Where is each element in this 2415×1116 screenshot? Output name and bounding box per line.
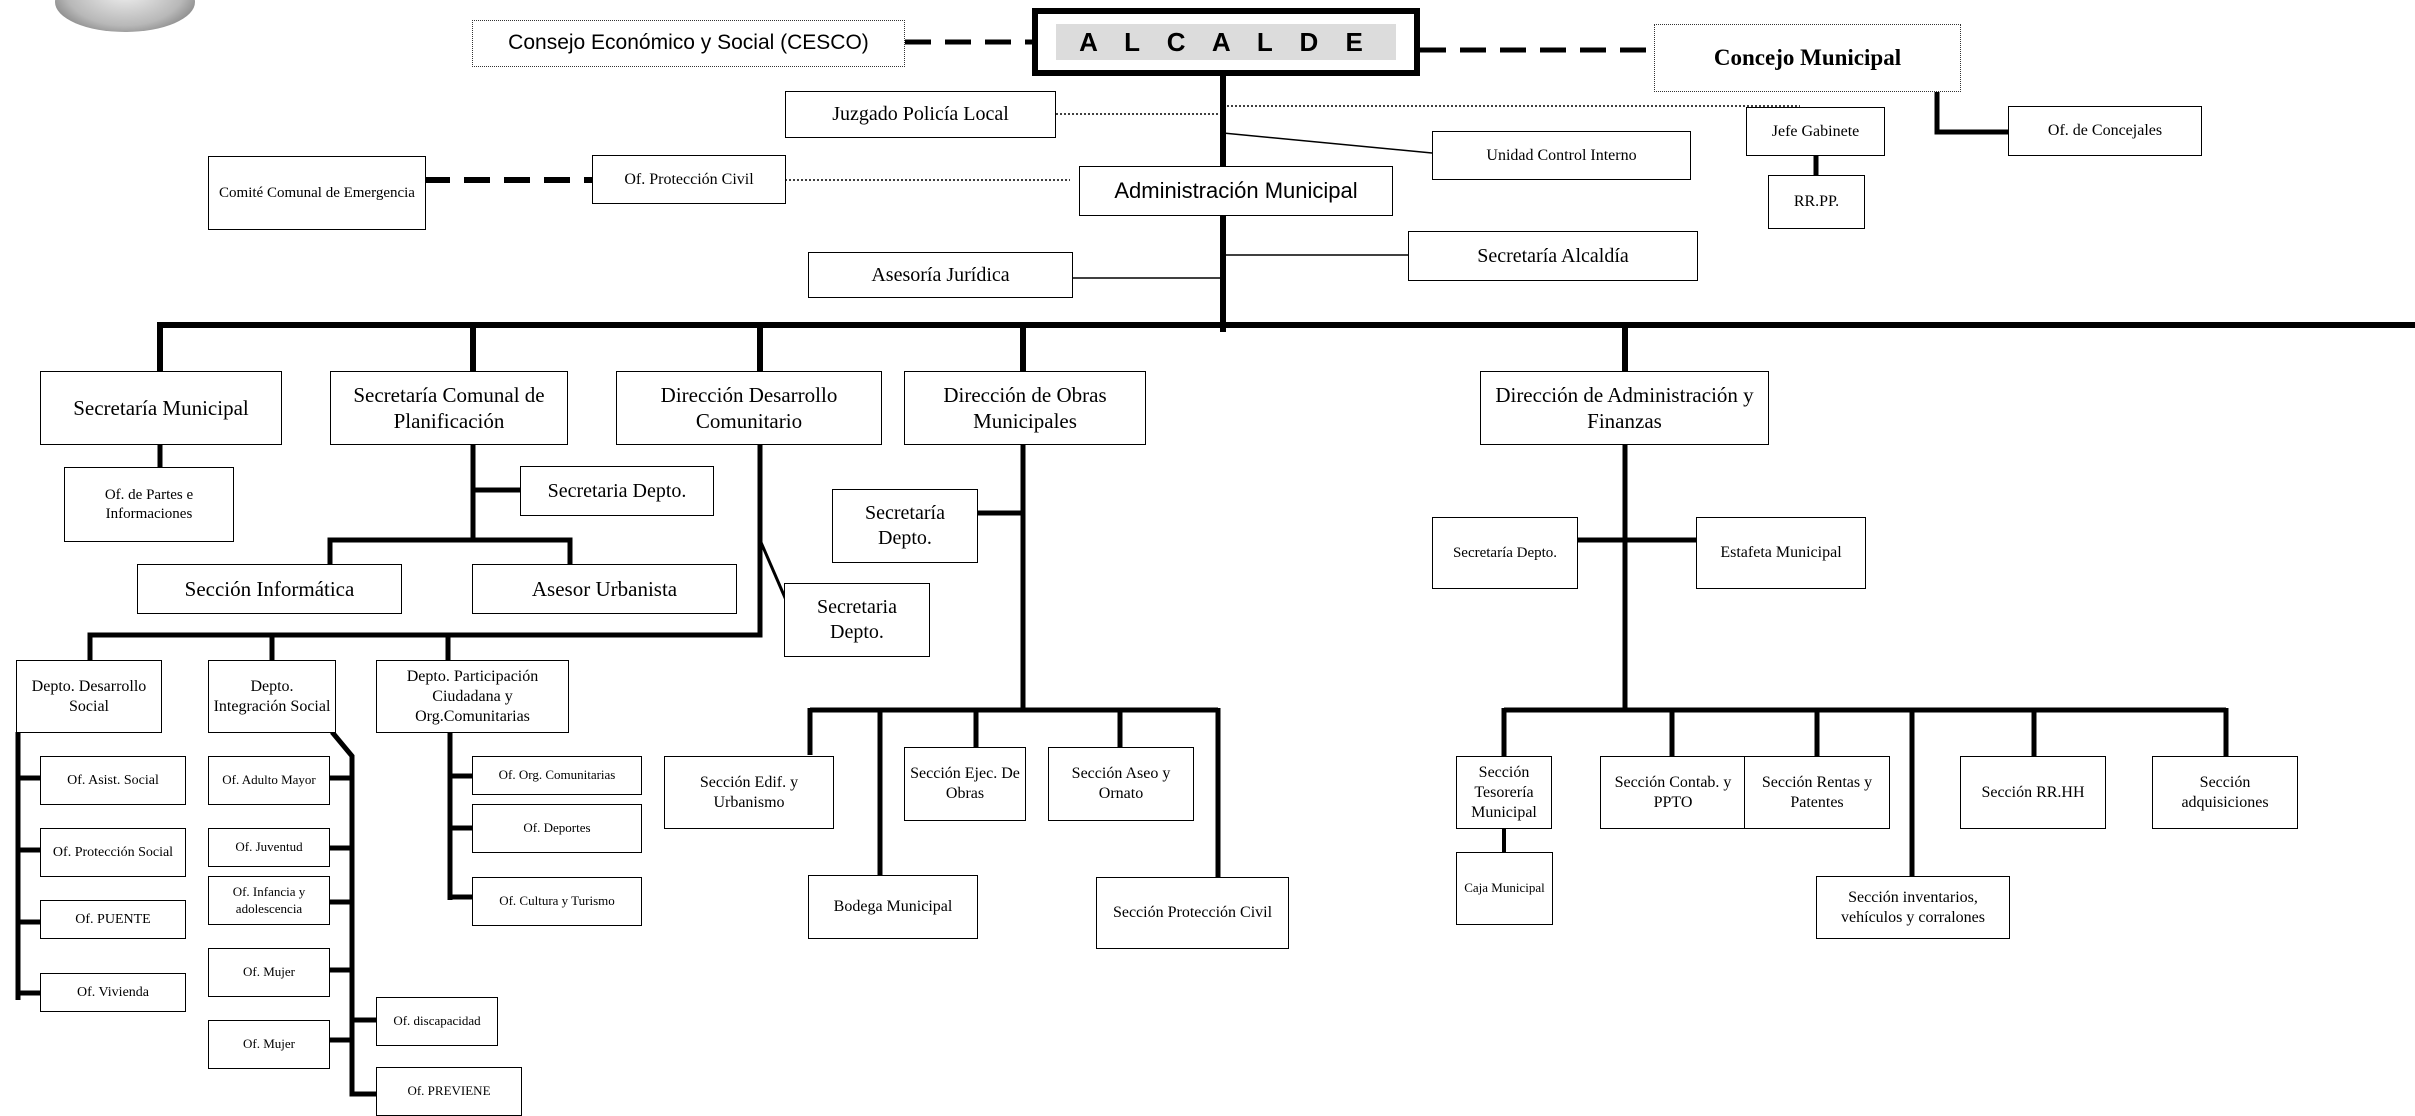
secplan-box: Secretaría Comunal de Planificación — [330, 371, 568, 445]
dideco-secretaria-depto-box: Secretaria Depto. — [784, 583, 930, 657]
seccion-informatica-box: Sección Informática — [137, 564, 402, 614]
of-infancia-adolescencia-box: Of. Infancia y adolescencia — [208, 876, 330, 925]
administracion-municipal-box: Administración Municipal — [1079, 166, 1393, 216]
seccion-inventarios-box: Sección inventarios, vehículos y corralo… — [1816, 876, 2010, 939]
seccion-edif-urbanismo-box: Sección Edif. y Urbanismo — [664, 756, 834, 829]
unidad-control-interno-box: Unidad Control Interno — [1432, 131, 1691, 180]
of-mujer-box-2: Of. Mujer — [208, 1020, 330, 1069]
caja-municipal-box: Caja Municipal — [1456, 852, 1553, 925]
of-concejales-box: Of. de Concejales — [2008, 106, 2202, 156]
depto-integracion-social-box: Depto. Integración Social — [208, 660, 336, 733]
seccion-tesoreria-municipal-box: Sección Tesorería Municipal — [1456, 756, 1552, 829]
of-adulto-mayor-box: Of. Adulto Mayor — [208, 756, 330, 805]
secplan-secretaria-depto-box: Secretaria Depto. — [520, 466, 714, 516]
concejo-municipal-box: Concejo Municipal — [1654, 24, 1961, 92]
alcalde-label: A L C A L D E — [1056, 24, 1396, 60]
of-vivienda-box: Of. Vivienda — [40, 973, 186, 1012]
seccion-contab-ppto-box: Sección Contab. y PPTO — [1600, 756, 1746, 829]
alcalde-box: A L C A L D E — [1032, 8, 1420, 76]
asesoria-juridica-box: Asesoría Jurídica — [808, 252, 1073, 298]
dideco-box: Dirección Desarrollo Comunitario — [616, 371, 882, 445]
seccion-aseo-ornato-box: Sección Aseo y Ornato — [1048, 747, 1194, 821]
of-puente-box: Of. PUENTE — [40, 900, 186, 939]
of-discapacidad-box: Of. discapacidad — [376, 997, 498, 1046]
daf-box: Dirección de Administración y Finanzas — [1480, 371, 1769, 445]
of-asist-social-box: Of. Asist. Social — [40, 756, 186, 805]
seccion-proteccion-civil-box: Sección Protección Civil — [1096, 877, 1289, 949]
seccion-rrhh-box: Sección RR.HH — [1960, 756, 2106, 829]
rrpp-box: RR.PP. — [1768, 175, 1865, 229]
depto-desarrollo-social-box: Depto. Desarrollo Social — [16, 660, 162, 733]
cesco-box: Consejo Económico y Social (CESCO) — [472, 20, 905, 67]
of-juventud-box: Of. Juventud — [208, 828, 330, 867]
of-proteccion-social-box: Of. Protección Social — [40, 828, 186, 877]
secretaria-alcaldia-box: Secretaría Alcaldía — [1408, 231, 1698, 281]
of-deportes-box: Of. Deportes — [472, 804, 642, 853]
of-proteccion-civil-box: Of. Protección Civil — [592, 155, 786, 204]
of-partes-informaciones-box: Of. de Partes e Informaciones — [64, 467, 234, 542]
secretaria-municipal-box: Secretaría Municipal — [40, 371, 282, 445]
daf-secretaria-depto-box: Secretaría Depto. — [1432, 517, 1578, 589]
juzgado-policia-local-box: Juzgado Policía Local — [785, 91, 1056, 138]
estafeta-municipal-box: Estafeta Municipal — [1696, 517, 1866, 589]
depto-participacion-ciudadana-box: Depto. Participación Ciudadana y Org.Com… — [376, 660, 569, 733]
of-previene-box: Of. PREVIENE — [376, 1067, 522, 1116]
jefe-gabinete-box: Jefe Gabinete — [1746, 107, 1885, 156]
seccion-adquisiciones-box: Sección adquisiciones — [2152, 756, 2298, 829]
of-cultura-turismo-box: Of. Cultura y Turismo — [472, 877, 642, 926]
seccion-ejec-obras-box: Sección Ejec. De Obras — [904, 747, 1026, 821]
of-mujer-box-1: Of. Mujer — [208, 948, 330, 997]
comite-comunal-emergencia-box: Comité Comunal de Emergencia — [208, 156, 426, 230]
asesor-urbanista-box: Asesor Urbanista — [472, 564, 737, 614]
dom-secretaria-depto-box: Secretaría Depto. — [832, 489, 978, 563]
of-org-comunitarias-box: Of. Org. Comunitarias — [472, 756, 642, 795]
dom-box: Dirección de Obras Municipales — [904, 371, 1146, 445]
bodega-municipal-box: Bodega Municipal — [808, 875, 978, 939]
seccion-rentas-patentes-box: Sección Rentas y Patentes — [1744, 756, 1890, 829]
